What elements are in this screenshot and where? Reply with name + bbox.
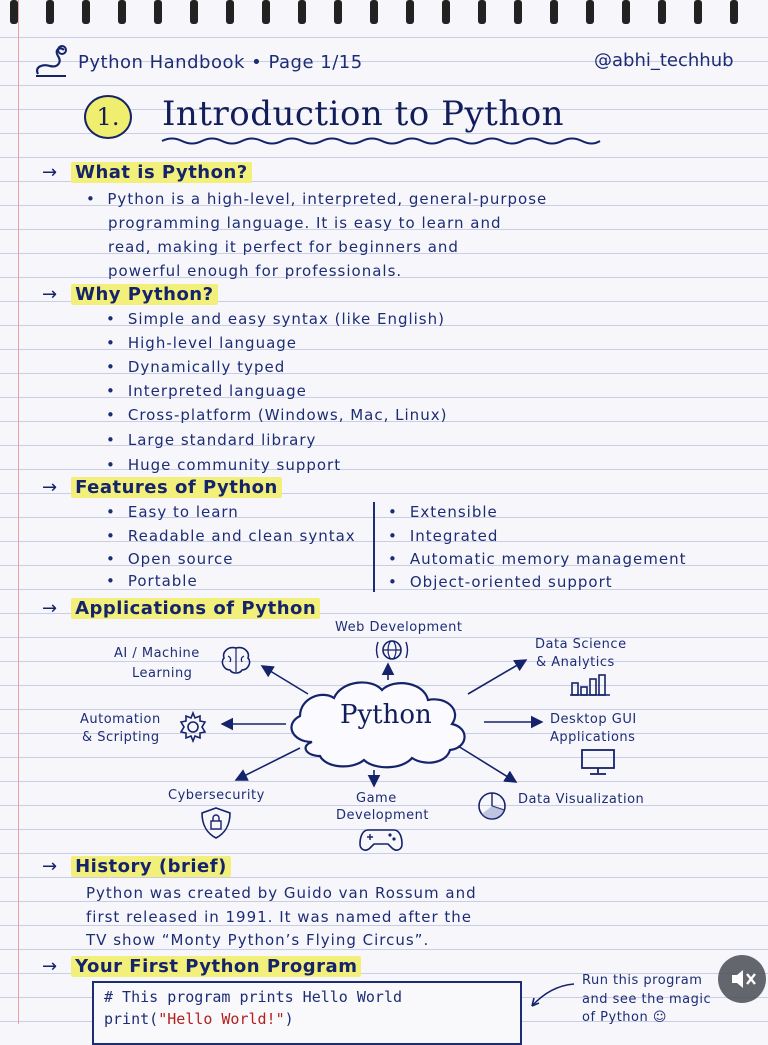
margin-line (18, 0, 19, 1024)
globe-icon (375, 640, 409, 660)
arrow-to-ai (260, 665, 309, 695)
arrow-icon: → (42, 477, 58, 498)
arrow-to-cyber (234, 747, 301, 781)
python-center-label: Python (340, 700, 432, 730)
python-snake-icon (36, 45, 67, 77)
section-features: → Features of Python (42, 477, 282, 498)
section-heading: Your First Python Program (71, 956, 362, 977)
python-cloud-shape (290, 681, 466, 769)
monitor-icon (581, 749, 615, 775)
section-heading: Applications of Python (71, 598, 321, 619)
what-line-1: • Python is a high-level, interpreted, g… (86, 190, 548, 208)
gear-icon (179, 710, 207, 744)
app-ai-label-2: Learning (132, 666, 193, 681)
arrow-to-datasci (467, 659, 528, 695)
feature-left-item: Portable (106, 572, 198, 590)
app-ai-label-1: AI / Machine (114, 646, 200, 661)
arrow-icon: → (42, 856, 58, 877)
app-game-label-2: Development (336, 808, 430, 823)
arrow-icon: → (42, 284, 58, 305)
app-datasci-label-1: Data Science (535, 637, 627, 652)
feature-right-item: Object-oriented support (388, 573, 613, 591)
page-title: Introduction to Python (162, 94, 565, 134)
why-item: Interpreted language (106, 382, 307, 400)
app-game-label-1: Game (356, 791, 397, 806)
app-cyber-label: Cybersecurity (168, 788, 265, 803)
why-item: Dynamically typed (106, 358, 285, 376)
feature-left-item: Readable and clean syntax (106, 527, 356, 545)
app-automation-label-1: Automation (80, 712, 161, 727)
why-item: Large standard library (106, 431, 316, 449)
app-desktop-label-2: Applications (550, 730, 636, 745)
feature-left-item: Open source (106, 550, 234, 568)
mute-button[interactable] (718, 955, 766, 1003)
feature-right-item: Integrated (388, 527, 498, 545)
app-dataviz-label: Data Visualization (518, 792, 645, 807)
history-line-2: first released in 1991. It was named aft… (86, 908, 473, 926)
section-what-is-python: → What is Python? (42, 162, 252, 183)
app-datasci-label-2: & Analytics (536, 655, 615, 670)
features-divider (373, 502, 375, 592)
section-heading: History (brief) (71, 856, 231, 877)
section-applications: → Applications of Python (42, 598, 321, 619)
brain-icon (221, 646, 251, 674)
section-heading: What is Python? (71, 162, 252, 183)
feature-right-item: Automatic memory management (388, 550, 686, 568)
what-line-4: powerful enough for professionals. (108, 262, 403, 280)
section-heading: Features of Python (71, 477, 282, 498)
program-note-2: and see the magic (582, 992, 712, 1007)
arrow-icon: → (42, 598, 58, 619)
section-why-python: → Why Python? (42, 284, 218, 305)
program-note-1: Run this program (582, 973, 703, 988)
what-line-3: read, making it perfect for beginners an… (108, 238, 459, 256)
title-underline (161, 137, 601, 145)
code-comment: # This program prints Hello World (104, 988, 403, 1006)
curved-arrow-icon (531, 983, 575, 1007)
spiral-binding (10, 0, 738, 24)
gamepad-icon (359, 829, 403, 851)
app-desktop-label-1: Desktop GUI (550, 712, 637, 727)
what-line-2: programming language. It is easy to lear… (108, 214, 502, 232)
app-web-label: Web Development (335, 620, 463, 635)
code-print-line: print("Hello World!") (104, 1010, 294, 1028)
why-item: Huge community support (106, 456, 341, 474)
section-history: → History (brief) (42, 856, 231, 877)
history-line-1: Python was created by Guido van Rossum a… (86, 884, 477, 902)
feature-right-item: Extensible (388, 503, 498, 521)
arrow-to-dataviz (457, 745, 518, 783)
feature-left-item: Easy to learn (106, 503, 239, 521)
speaker-muted-icon (732, 970, 756, 988)
arrow-icon: → (42, 956, 58, 977)
handbook-page-label: Python Handbook • Page 1/15 (78, 52, 363, 73)
why-item: Cross-platform (Windows, Mac, Linux) (106, 406, 447, 424)
pie-chart-icon (478, 792, 506, 820)
why-item: Simple and easy syntax (like English) (106, 310, 445, 328)
shield-lock-icon (201, 807, 231, 839)
bar-chart-icon (570, 674, 610, 696)
arrow-icon: → (42, 162, 58, 183)
why-item: High-level language (106, 334, 297, 352)
author-handle: @abhi_techhub (594, 50, 734, 71)
section-number-badge: 1. (84, 95, 132, 139)
section-heading: Why Python? (71, 284, 218, 305)
app-automation-label-2: & Scripting (82, 730, 160, 745)
history-line-3: TV show “Monty Python’s Flying Circus”. (86, 931, 430, 949)
section-first-program: → Your First Python Program (42, 956, 362, 977)
program-note-3: of Python ☺ (582, 1010, 667, 1025)
applications-diagram (220, 659, 544, 788)
